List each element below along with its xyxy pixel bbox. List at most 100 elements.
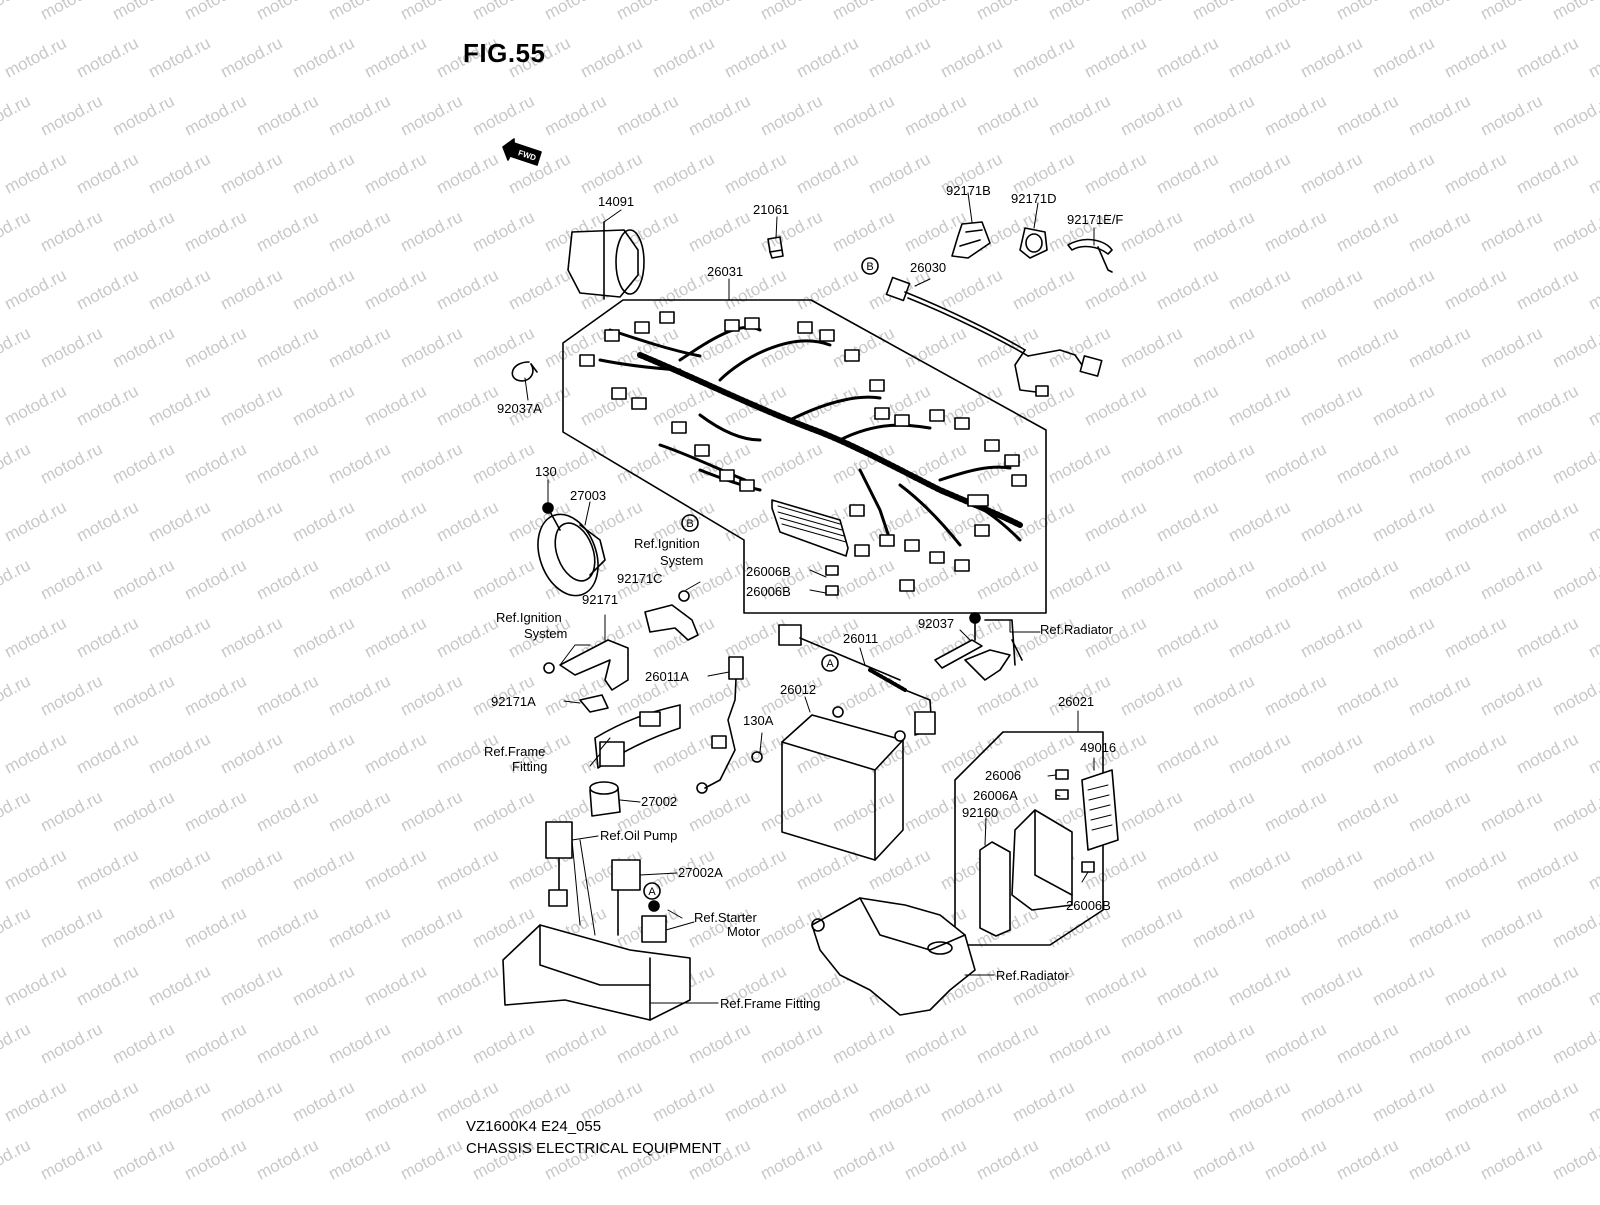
watermark-text: motod.ru	[1225, 381, 1293, 429]
watermark-text: motod.ru	[361, 33, 429, 81]
watermark-text: motod.ru	[1189, 207, 1257, 255]
watermark-text: motod.ru	[1513, 265, 1581, 313]
watermark-text: motod.ru	[0, 787, 34, 835]
watermark-text: motod.ru	[1153, 265, 1221, 313]
watermark-text: motod.ru	[73, 265, 141, 313]
watermark-text: motod.ru	[217, 961, 285, 1009]
watermark-text: motod.ru	[1513, 381, 1581, 429]
watermark-text: motod.ru	[1369, 613, 1437, 661]
callout-26006B-lower: 26006B	[1066, 898, 1111, 913]
watermark-text: motod.ru	[1441, 265, 1509, 313]
watermark-text: motod.ru	[37, 671, 105, 719]
watermark-text: motod.ru	[253, 555, 321, 603]
callout-26006B-upper-1: 26006B	[746, 564, 791, 579]
watermark-text: motod.ru	[901, 0, 969, 24]
watermark-text: motod.ru	[145, 845, 213, 893]
callout-ref-oil-pump: Ref.Oil Pump	[600, 828, 677, 843]
watermark-text: motod.ru	[1261, 787, 1329, 835]
watermark-text: motod.ru	[1513, 961, 1581, 1009]
callout-26030: 26030	[910, 260, 946, 275]
watermark-text: motod.ru	[217, 381, 285, 429]
watermark-text: motod.ru	[325, 91, 393, 139]
watermark-text: motod.ru	[0, 323, 34, 371]
watermark-text: motod.ru	[253, 323, 321, 371]
watermark-text: motod.ru	[649, 33, 717, 81]
watermark-text: motod.ru	[1189, 555, 1257, 603]
watermark-text: motod.ru	[829, 91, 897, 139]
callout-ref-ignition-upper-system: System	[660, 553, 703, 568]
watermark-text: motod.ru	[73, 961, 141, 1009]
watermark-text: motod.ru	[1, 497, 69, 545]
watermark-text: motod.ru	[613, 439, 681, 487]
watermark-text: motod.ru	[1405, 323, 1473, 371]
watermark-text: motod.ru	[685, 91, 753, 139]
watermark-text: motod.ru	[1117, 323, 1185, 371]
watermark-text: motod.ru	[253, 671, 321, 719]
watermark-text: motod.ru	[1549, 439, 1600, 487]
callout-92037: 92037	[918, 616, 954, 631]
callout-26031: 26031	[707, 264, 743, 279]
watermark-text: motod.ru	[1441, 381, 1509, 429]
watermark-text: motod.ru	[217, 33, 285, 81]
watermark-text: motod.ru	[145, 729, 213, 777]
watermark-text: motod.ru	[397, 1135, 465, 1183]
watermark-text: motod.ru	[757, 787, 825, 835]
watermark-text: motod.ru	[145, 497, 213, 545]
watermark-text: motod.ru	[1405, 207, 1473, 255]
watermark-text: motod.ru	[37, 787, 105, 835]
watermark-text: motod.ru	[1117, 1019, 1185, 1067]
watermark-text: motod.ru	[1081, 961, 1149, 1009]
callout-27002: 27002	[641, 794, 677, 809]
watermark-text: motod.ru	[937, 265, 1005, 313]
watermark-text: motod.ru	[73, 149, 141, 197]
watermark-text: motod.ru	[289, 729, 357, 777]
watermark-text: motod.ru	[1333, 1019, 1401, 1067]
watermark-text: motod.ru	[361, 265, 429, 313]
watermark-text: motod.ru	[325, 787, 393, 835]
watermark-text: motod.ru	[1441, 613, 1509, 661]
watermark-text: motod.ru	[325, 0, 393, 24]
watermark-text: motod.ru	[1333, 1135, 1401, 1183]
watermark-text: motod.ru	[1333, 207, 1401, 255]
watermark-text: motod.ru	[109, 1135, 177, 1183]
watermark-text: motod.ru	[1153, 613, 1221, 661]
watermark-text: motod.ru	[325, 323, 393, 371]
watermark-text: motod.ru	[1405, 903, 1473, 951]
watermark-text: motod.ru	[0, 671, 34, 719]
ref-starter-relay	[641, 900, 667, 943]
watermark-text: motod.ru	[325, 671, 393, 719]
watermark-text: motod.ru	[1225, 33, 1293, 81]
watermark-text: motod.ru	[361, 845, 429, 893]
marker-a-mid	[821, 654, 839, 672]
callout-ref-starter-motor: Motor	[727, 924, 761, 939]
watermark-text: motod.ru	[649, 1077, 717, 1125]
fwd-arrow-icon: FWD	[502, 138, 542, 166]
callout-92037A: 92037A	[497, 401, 542, 416]
watermark-text: motod.ru	[1477, 1135, 1545, 1183]
watermark-text: motod.ru	[1297, 265, 1365, 313]
watermark-text: motod.ru	[685, 323, 753, 371]
watermark-text: motod.ru	[289, 381, 357, 429]
watermark-text: motod.ru	[1081, 497, 1149, 545]
callout-14091: 14091	[598, 194, 634, 209]
watermark-text: motod.ru	[973, 555, 1041, 603]
model-code: VZ1600K4 E24_055	[466, 1118, 602, 1135]
watermark-text: motod.ru	[109, 787, 177, 835]
watermark-text: motod.ru	[181, 903, 249, 951]
watermark-text: motod.ru	[361, 381, 429, 429]
watermark-text: motod.ru	[1549, 1135, 1600, 1183]
watermark-text: motod.ru	[757, 91, 825, 139]
watermark-text: motod.ru	[649, 729, 717, 777]
part-27002A-relay	[611, 859, 641, 936]
watermark-text: motod.ru	[181, 323, 249, 371]
watermark-text: motod.ru	[577, 149, 645, 197]
callout-92171EF: 92171E/F	[1067, 212, 1123, 227]
watermark-text: motod.ru	[1549, 903, 1600, 951]
watermark-text: motod.ru	[1081, 381, 1149, 429]
watermark-text: motod.ru	[1333, 0, 1401, 24]
watermark-text: motod.ru	[1225, 497, 1293, 545]
watermark-text: motod.ru	[1297, 961, 1365, 1009]
watermark-text: motod.ru	[1261, 91, 1329, 139]
